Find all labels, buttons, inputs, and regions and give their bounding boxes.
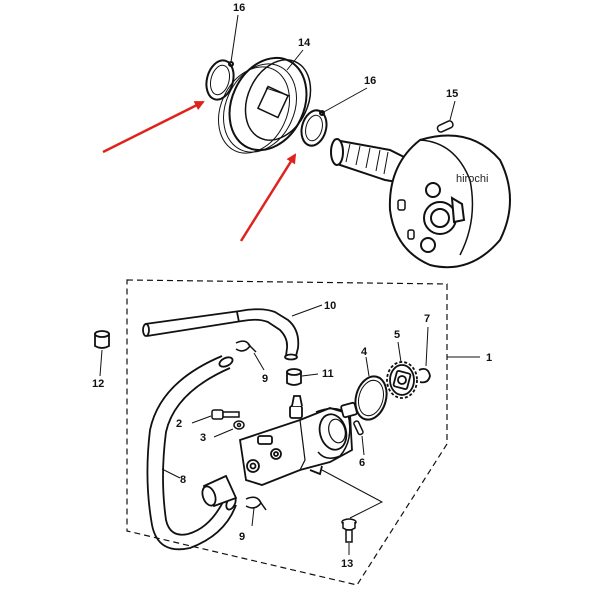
- callout-1: 1: [486, 352, 492, 364]
- callout-12: 12: [92, 378, 104, 390]
- callout-16-left: 16: [233, 2, 245, 14]
- callout-13: 13: [341, 558, 353, 570]
- callout-14: 14: [298, 37, 311, 49]
- leader-10: [291, 304, 323, 317]
- leader-13: [321, 469, 384, 519]
- leader-15: [449, 100, 456, 121]
- leader-16-left: [230, 14, 239, 63]
- leader-14: [286, 49, 304, 71]
- circlip-16-right: [300, 109, 328, 147]
- washer-3: [233, 420, 245, 430]
- clip-7: [418, 367, 431, 384]
- callout-3: 3: [200, 432, 206, 444]
- callout-9-lower: 9: [239, 531, 245, 543]
- leader-9-lower: [251, 507, 255, 527]
- sleeve-11: [286, 368, 302, 386]
- callout-11: 11: [322, 368, 334, 380]
- callout-8: 8: [180, 474, 186, 486]
- leader-5: [397, 341, 402, 363]
- clamp-9-lower: [245, 496, 267, 511]
- pin-15: [436, 120, 454, 133]
- callout-2: 2: [176, 418, 182, 430]
- clamp-9-upper: [235, 340, 257, 353]
- watermark: hirochi: [456, 173, 488, 185]
- hose-10: [142, 308, 300, 361]
- callout-9-upper: 9: [262, 373, 268, 385]
- leader-11: [301, 373, 319, 377]
- callout-4: 4: [361, 346, 368, 358]
- leader-8: [161, 468, 181, 479]
- callout-10: 10: [324, 300, 336, 312]
- leader-16-right: [321, 87, 368, 114]
- pin-6: [353, 420, 364, 436]
- gear-5: [386, 361, 418, 399]
- leader-6: [361, 435, 365, 456]
- leader-3: [213, 428, 234, 438]
- kit-boundary-box: [126, 279, 448, 586]
- callout-6: 6: [359, 457, 365, 469]
- pulley-14: [218, 56, 312, 154]
- screw-13: [341, 518, 357, 543]
- leader-2: [191, 415, 212, 424]
- outlet-nozzle: [201, 474, 238, 508]
- o-ring-4: [354, 375, 388, 421]
- callout-5: 5: [394, 329, 400, 341]
- bolt-2: [211, 409, 240, 420]
- crankshaft: [330, 134, 511, 269]
- cap-12: [94, 330, 110, 349]
- leader-9-upper: [253, 352, 265, 371]
- leader-4: [365, 356, 370, 377]
- hose-8: [146, 355, 237, 551]
- callout-7: 7: [424, 313, 430, 325]
- oil-pump-body: [238, 395, 358, 486]
- callout-16-right: 16: [364, 75, 376, 87]
- red-arrow-icon: [102, 100, 205, 154]
- leader-7: [425, 326, 429, 367]
- red-arrow-icon: [239, 153, 297, 242]
- leader-12: [99, 349, 103, 377]
- callout-15: 15: [446, 88, 458, 100]
